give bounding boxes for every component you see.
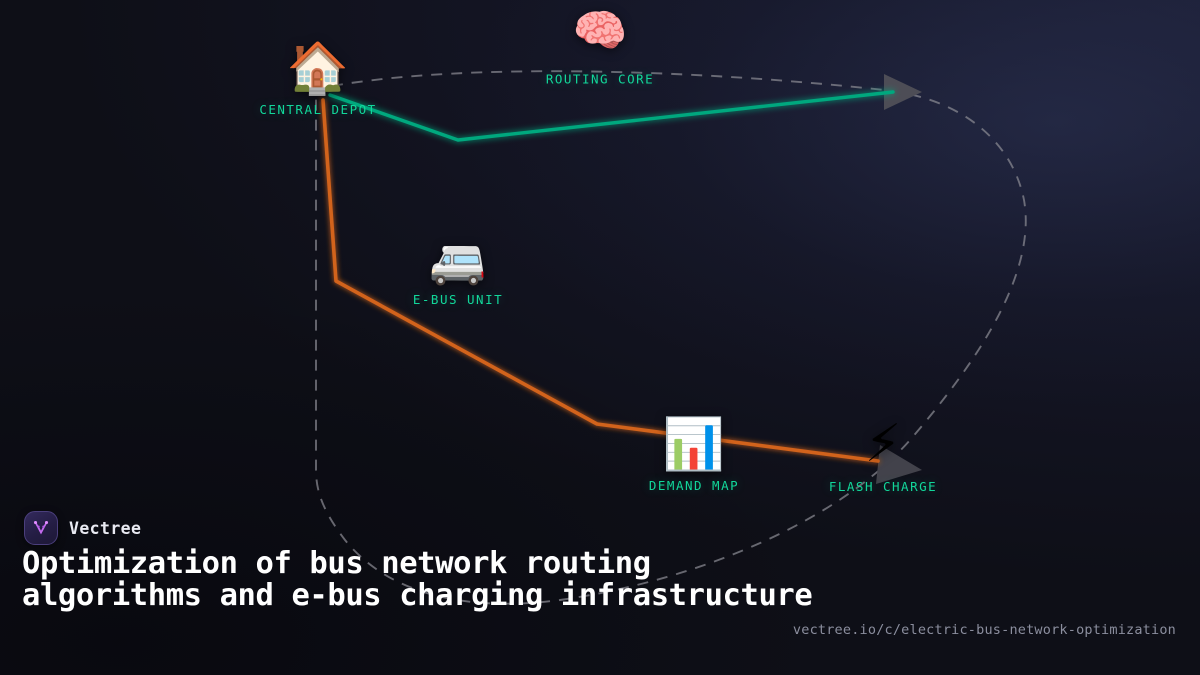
node-e-bus-unit[interactable]: 🚐 E-BUS UNIT xyxy=(413,237,503,307)
edge-depot-flash-charge xyxy=(321,98,880,463)
source-url: vectree.io/c/electric-bus-network-optimi… xyxy=(792,622,1176,638)
vectree-v-tree-icon xyxy=(33,520,49,535)
arrowhead-flash-charge xyxy=(876,445,922,484)
node-demand-map[interactable]: 📊 DEMAND MAP xyxy=(649,419,739,493)
node-label-routing-core: ROUTING CORE xyxy=(545,71,655,87)
node-label-e-bus-unit: E-BUS UNIT xyxy=(412,292,504,307)
edge-dashed-loop xyxy=(315,70,1027,605)
brand-name: Vectree xyxy=(69,518,142,538)
page-title: Optimization of bus network routing algo… xyxy=(22,546,813,613)
node-flash-charge[interactable]: ⚡ FLASH CHARGE xyxy=(829,418,937,494)
brain-emoji: 🧠 xyxy=(572,5,628,57)
house-emoji: 🏠 xyxy=(286,39,350,97)
brand[interactable]: Vectree xyxy=(24,511,141,545)
bar-chart-emoji: 📊 xyxy=(662,415,726,473)
edge-depot-routing-core xyxy=(328,90,895,142)
node-routing-core[interactable]: 🧠 ROUTING CORE xyxy=(545,5,655,87)
vectree-logo xyxy=(24,511,58,545)
node-label-demand-map: DEMAND MAP xyxy=(648,478,740,493)
node-label-central-depot: CENTRAL DEPOT xyxy=(259,102,377,117)
node-label-flash-charge: FLASH CHARGE xyxy=(828,479,938,494)
minibus-emoji: 🚐 xyxy=(429,233,487,287)
arrowhead-routing-core xyxy=(884,74,922,110)
node-central-depot[interactable]: 🏠 CENTRAL DEPOT xyxy=(259,43,376,117)
lightning-bolt-emoji: ⚡ xyxy=(864,414,902,474)
